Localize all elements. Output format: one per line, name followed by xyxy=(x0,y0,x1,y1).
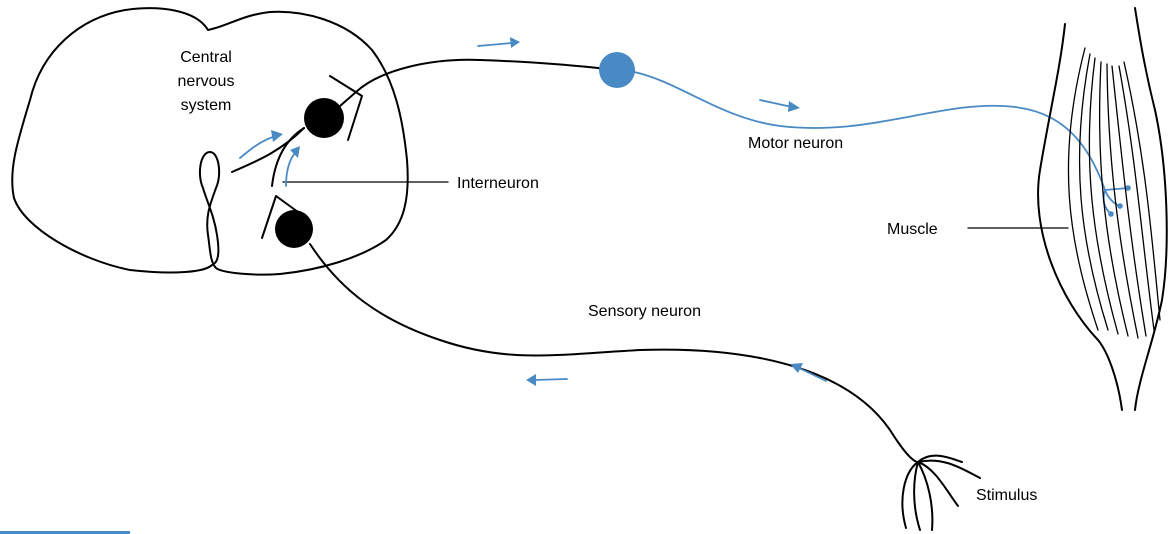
muscle-fibers xyxy=(1067,47,1161,339)
motor-terminal-dot xyxy=(1117,203,1123,209)
interneuron-axon xyxy=(339,91,357,107)
spinal-cord-outline xyxy=(11,7,409,276)
sensory-neuron-label: Sensory neuron xyxy=(588,303,701,320)
interneuron-synapse xyxy=(329,75,363,141)
interneuron-cell-body xyxy=(304,98,344,138)
muscle-outline xyxy=(1037,23,1123,411)
signal-arrow xyxy=(526,374,568,386)
motor-neuron-label: Motor neuron xyxy=(748,135,843,152)
cns-entry-fiber xyxy=(231,127,305,173)
motor-terminal-dot xyxy=(1108,211,1114,217)
sensory-synapse xyxy=(261,195,299,239)
signal-arrow xyxy=(285,146,300,187)
sensory-receptor-endings xyxy=(901,454,981,531)
sensory-neuron-cell-body xyxy=(275,210,313,248)
bottom-accent-rule xyxy=(0,531,130,534)
sensory-neuron-axon xyxy=(309,243,919,463)
signal-arrow xyxy=(790,363,827,382)
interneuron-label: Interneuron xyxy=(457,175,539,192)
cns-label-line2: nervous xyxy=(178,73,235,90)
motor-neuron-axon-distal xyxy=(633,71,1106,191)
stimulus-label: Stimulus xyxy=(976,487,1037,504)
signal-arrow xyxy=(239,130,283,159)
signal-arrow xyxy=(477,37,520,48)
cns-label-line1: Central xyxy=(180,49,232,66)
muscle-label: Muscle xyxy=(887,221,938,238)
motor-terminal-dot xyxy=(1125,185,1131,191)
motor-neuron-axon-proximal xyxy=(355,58,618,93)
cns-label-line3: system xyxy=(181,97,232,114)
signal-arrow xyxy=(759,99,800,112)
muscle-outline xyxy=(1134,7,1168,411)
motor-neuron-cell-body xyxy=(599,52,635,88)
